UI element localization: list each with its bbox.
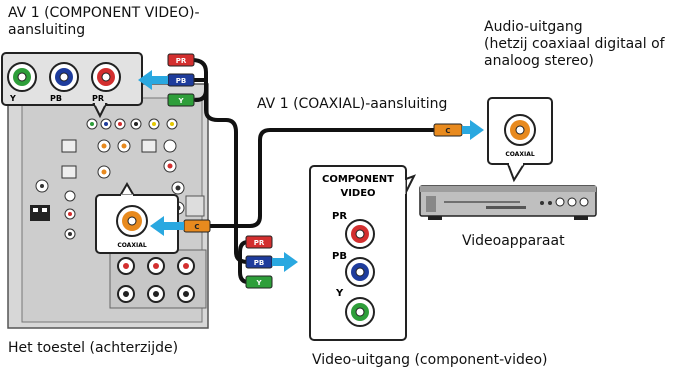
receiver-coaxial-jack — [116, 205, 148, 237]
device-pr-label: PR — [332, 211, 347, 222]
av1-component-label-line2: aansluiting — [8, 22, 86, 38]
device-coaxial-callout: COAXIAL — [487, 97, 553, 183]
receiver-component-jacks-callout: Y PB PR — [1, 52, 143, 119]
arrow-to-receiver-coaxial — [150, 216, 184, 236]
receiver-top-jacks — [86, 118, 178, 130]
plug-pr-receiver: PR — [167, 53, 195, 67]
component-panel-title-line2: VIDEO — [340, 188, 375, 199]
plug-y-device: Y — [245, 275, 273, 289]
plug-pr-device-label: PR — [254, 239, 265, 247]
receiver-pb-jack — [49, 62, 79, 92]
av1-coaxial-label: AV 1 (COAXIAL)-aansluiting — [257, 96, 448, 112]
plug-pb-device: PB — [245, 255, 273, 269]
video-device-label: Videoapparaat — [462, 233, 565, 249]
receiver-y-jack-label: Y — [9, 94, 16, 103]
component-panel-title-line1: COMPONENT — [322, 174, 394, 185]
arrow-to-receiver-component — [138, 70, 168, 90]
receiver-side-plugs: PR PB Y C — [167, 53, 211, 233]
receiver-pr-jack-label: PR — [92, 94, 104, 103]
arrow-from-device-coaxial — [462, 120, 484, 140]
video-device-player — [419, 185, 597, 220]
plug-c-receiver: C — [183, 219, 211, 233]
device-pb-jack — [345, 257, 375, 287]
device-pr-jack — [345, 219, 375, 249]
coaxial-cable — [206, 128, 438, 228]
plug-y-receiver: Y — [167, 93, 195, 107]
audio-output-label-line1: Audio-uitgang — [484, 19, 583, 35]
device-coaxial-jack — [504, 114, 536, 146]
device-pb-label: PB — [332, 251, 347, 262]
audio-output-label-line3: analoog stereo) — [484, 53, 594, 69]
plug-pb-receiver: PB — [167, 73, 195, 87]
receiver-coaxial-callout: COAXIAL — [95, 182, 179, 254]
receiver-rear-panel — [7, 83, 209, 329]
plug-y-device-label: Y — [255, 279, 262, 287]
device-side-plugs: PR PB Y C — [245, 123, 463, 289]
receiver-pr-jack — [91, 62, 121, 92]
av1-component-label: AV 1 (COMPONENT VIDEO)- aansluiting — [8, 5, 200, 39]
audio-output-label-line2: (hetzij coaxiaal digitaal of — [484, 36, 665, 52]
receiver-coaxial-label: COAXIAL — [117, 242, 146, 249]
plug-pb-device-label: PB — [254, 259, 264, 267]
receiver-right-jacks — [171, 181, 205, 217]
device-component-video-panel: COMPONENT VIDEO PR PB Y — [309, 165, 417, 341]
receiver-digital-jacks — [61, 139, 177, 179]
device-y-jack — [345, 297, 375, 327]
component-cables — [190, 58, 250, 284]
device-y-label: Y — [335, 288, 344, 299]
receiver-pb-jack-label: PB — [50, 94, 62, 103]
arrow-from-device-component — [272, 252, 298, 272]
plug-y-receiver-label: Y — [177, 97, 184, 105]
plug-c-receiver-label: C — [194, 223, 199, 231]
receiver-speaker-terminals — [109, 249, 207, 309]
plug-c-device: C — [433, 123, 463, 137]
unit-rear-label: Het toestel (achterzijde) — [8, 340, 179, 356]
receiver-antenna-section — [30, 179, 76, 240]
plug-pb-receiver-label: PB — [176, 77, 186, 85]
av1-component-label-line1: AV 1 (COMPONENT VIDEO)- — [8, 5, 200, 21]
device-coaxial-label: COAXIAL — [505, 151, 534, 158]
plug-c-device-label: C — [445, 127, 450, 135]
plug-pr-receiver-label: PR — [176, 57, 187, 65]
audio-output-label: Audio-uitgang (hetzij coaxiaal digitaal … — [484, 19, 665, 70]
plug-pr-device: PR — [245, 235, 273, 249]
receiver-y-jack — [7, 62, 37, 92]
video-output-label: Video-uitgang (component-video) — [312, 352, 548, 368]
